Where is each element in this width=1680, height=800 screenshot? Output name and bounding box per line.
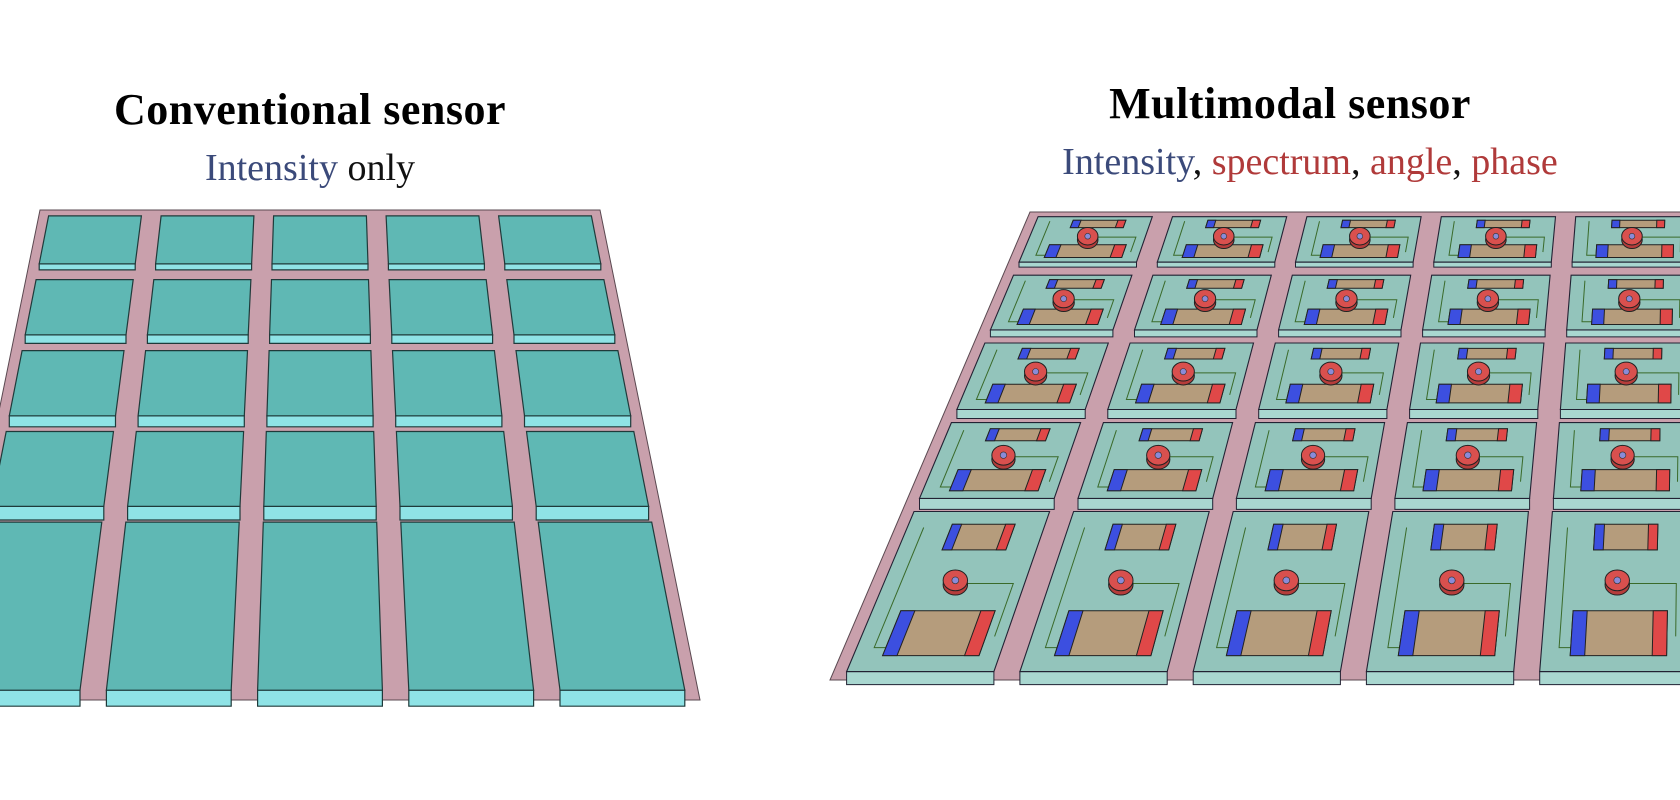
right-subtitle-part: phase	[1471, 141, 1558, 183]
sensor-pixel	[146, 279, 252, 344]
sensor-pixel	[515, 350, 632, 428]
sensor-pixel	[126, 430, 245, 521]
multimodal-sensor-title: Multimodal sensor	[1109, 79, 1471, 128]
multimodal-pixel	[1421, 274, 1551, 338]
multimodal-pixel	[1156, 216, 1288, 268]
sensor-pixel	[395, 430, 514, 521]
multimodal-pixel	[1019, 510, 1210, 686]
conventional-sensor-array	[0, 209, 701, 707]
sensor-pixel	[105, 521, 240, 707]
sensor-pixel	[497, 215, 602, 271]
conventional-sensor-title: Conventional sensor	[113, 85, 507, 134]
right-subtitle-part: spectrum	[1211, 141, 1351, 183]
multimodal-pixel	[956, 342, 1110, 419]
multimodal-pixel	[1394, 422, 1538, 510]
multimodal-pixel	[1539, 510, 1680, 686]
multimodal-pixel	[1257, 342, 1400, 419]
sensor-pixel	[266, 350, 374, 428]
sensor-pixel	[525, 430, 650, 521]
multimodal-pixel	[1571, 216, 1680, 268]
sensor-pixel	[506, 279, 616, 344]
left-subtitle-part: only	[337, 147, 416, 189]
multimodal-pixel	[1294, 216, 1422, 268]
sensor-pixel	[154, 215, 255, 271]
multimodal-sensor-subtitle: Intensity, spectrum, angle, phase	[990, 140, 1630, 184]
multimodal-pixel	[1235, 422, 1386, 510]
multimodal-pixel	[1552, 422, 1680, 510]
multimodal-pixel	[1559, 342, 1680, 419]
sensor-pixel	[263, 430, 377, 521]
sensor-pixel	[0, 521, 103, 707]
sensor-pixel	[137, 350, 249, 428]
multimodal-pixel	[1077, 422, 1234, 510]
multimodal-pixel	[1107, 342, 1255, 419]
sensor-pixel	[385, 215, 486, 271]
sensor-pixel	[8, 350, 125, 428]
multimodal-pixel	[1133, 274, 1273, 338]
multimodal-pixel	[845, 510, 1051, 686]
sensor-pixel	[268, 279, 372, 344]
multimodal-pixel	[1408, 342, 1545, 419]
multimodal-pixel	[918, 422, 1082, 510]
right-subtitle-part: angle	[1369, 141, 1453, 183]
sensor-pixel	[24, 279, 134, 344]
sensor-pixel	[400, 521, 535, 707]
multimodal-pixel	[1192, 510, 1370, 686]
right-subtitle-part: ,	[1350, 141, 1370, 183]
left-subtitle-part: Intensity	[204, 147, 338, 189]
multimodal-pixel	[989, 274, 1133, 338]
multimodal-sensor-array	[829, 211, 1680, 686]
multimodal-pixel	[1018, 216, 1154, 268]
multimodal-pixel	[1566, 274, 1680, 338]
sensor-pixel	[537, 521, 686, 707]
sensor-pixel	[271, 215, 369, 271]
sensor-pixel	[388, 279, 494, 344]
sensor-pixel	[391, 350, 503, 428]
multimodal-pixel	[1433, 216, 1557, 268]
sensor-pixel	[38, 215, 143, 271]
sensor-pixel	[256, 521, 384, 707]
sensor-pixel	[0, 430, 115, 521]
right-subtitle-part: ,	[1192, 141, 1212, 183]
multimodal-pixel	[1365, 510, 1530, 686]
right-subtitle-part: Intensity	[1062, 141, 1193, 183]
multimodal-pixel	[1277, 274, 1412, 338]
right-subtitle-part: ,	[1452, 141, 1472, 183]
conventional-sensor-subtitle: Intensity only	[80, 146, 540, 190]
